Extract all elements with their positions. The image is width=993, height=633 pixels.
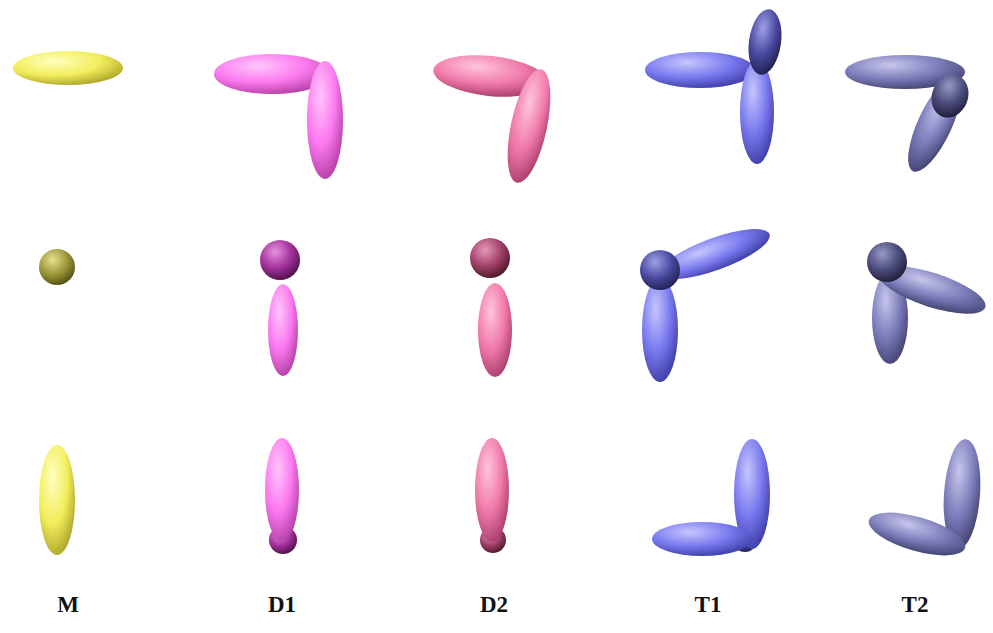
ellipsoid-end [926,69,975,123]
ellipsoid [307,61,343,179]
ellipsoid [478,283,512,377]
column-label: D1 [268,592,296,618]
ellipsoid [642,278,678,382]
column-label: T2 [902,592,929,618]
ellipsoid [13,51,123,85]
ellipsoid [864,504,969,564]
ellipsoid-end [470,238,510,278]
trimer-views [640,7,785,556]
ellipsoid [740,60,774,164]
ellipsoid-end [39,249,75,285]
column-label: M [57,592,79,618]
ellipsoid-end [867,242,907,282]
trimer-views [845,55,991,564]
dimer-views [214,54,343,554]
ellipsoid-end [260,240,300,280]
column-label: D2 [480,592,508,618]
ellipsoid [645,52,755,88]
ellipsoid [39,445,75,555]
ellipsoid [745,7,786,77]
ellipsoid-end [640,250,680,290]
dimer-views [431,50,558,553]
ellipsoid [268,284,298,376]
monomer-views [13,51,123,555]
ellipsoid [499,66,558,187]
ellipsoid [475,438,509,542]
column-label: T1 [695,592,722,618]
ellipsoid [265,438,299,542]
ellipsoid [652,522,752,556]
